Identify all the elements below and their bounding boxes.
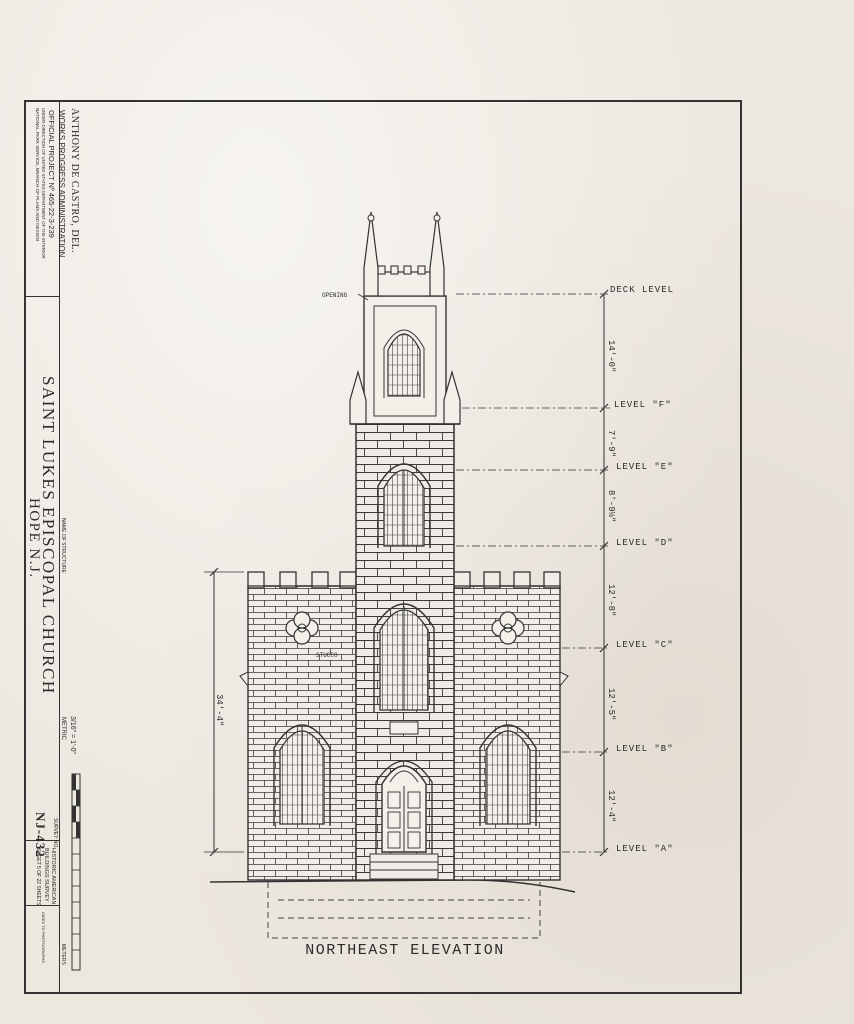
- level-a-label: LEVEL "A": [616, 844, 674, 854]
- level-f-label: LEVEL "F": [614, 400, 672, 410]
- strip-divider: [26, 905, 60, 906]
- strip-divider: [26, 296, 60, 297]
- level-e-label: LEVEL "E": [616, 462, 674, 472]
- dimension-deck-to-f: 14'-0": [606, 340, 616, 373]
- level-d-label: LEVEL "D": [616, 538, 674, 548]
- sheet-border: [24, 100, 742, 994]
- drawing-caption: NORTHEAST ELEVATION: [305, 942, 505, 959]
- dimension-f-to-e: 7'-9": [606, 430, 616, 458]
- deck-level-label: DECK LEVEL: [610, 285, 675, 295]
- overall-height-dimension: 34'-4": [214, 694, 224, 727]
- opening-note: OPENING: [322, 292, 348, 299]
- dimension-b-to-a: 12'-4": [606, 790, 616, 823]
- stucco-note: STUCCO: [316, 652, 338, 659]
- dimension-d-to-c: 12'-8": [606, 584, 616, 617]
- title-strip: [26, 102, 60, 992]
- dimension-c-to-b: 12'-5": [606, 688, 616, 721]
- strip-divider: [26, 840, 60, 841]
- dimension-e-to-d: 8'-9½": [606, 490, 616, 523]
- level-b-label: LEVEL "B": [616, 744, 674, 754]
- level-c-label: LEVEL "C": [616, 640, 674, 650]
